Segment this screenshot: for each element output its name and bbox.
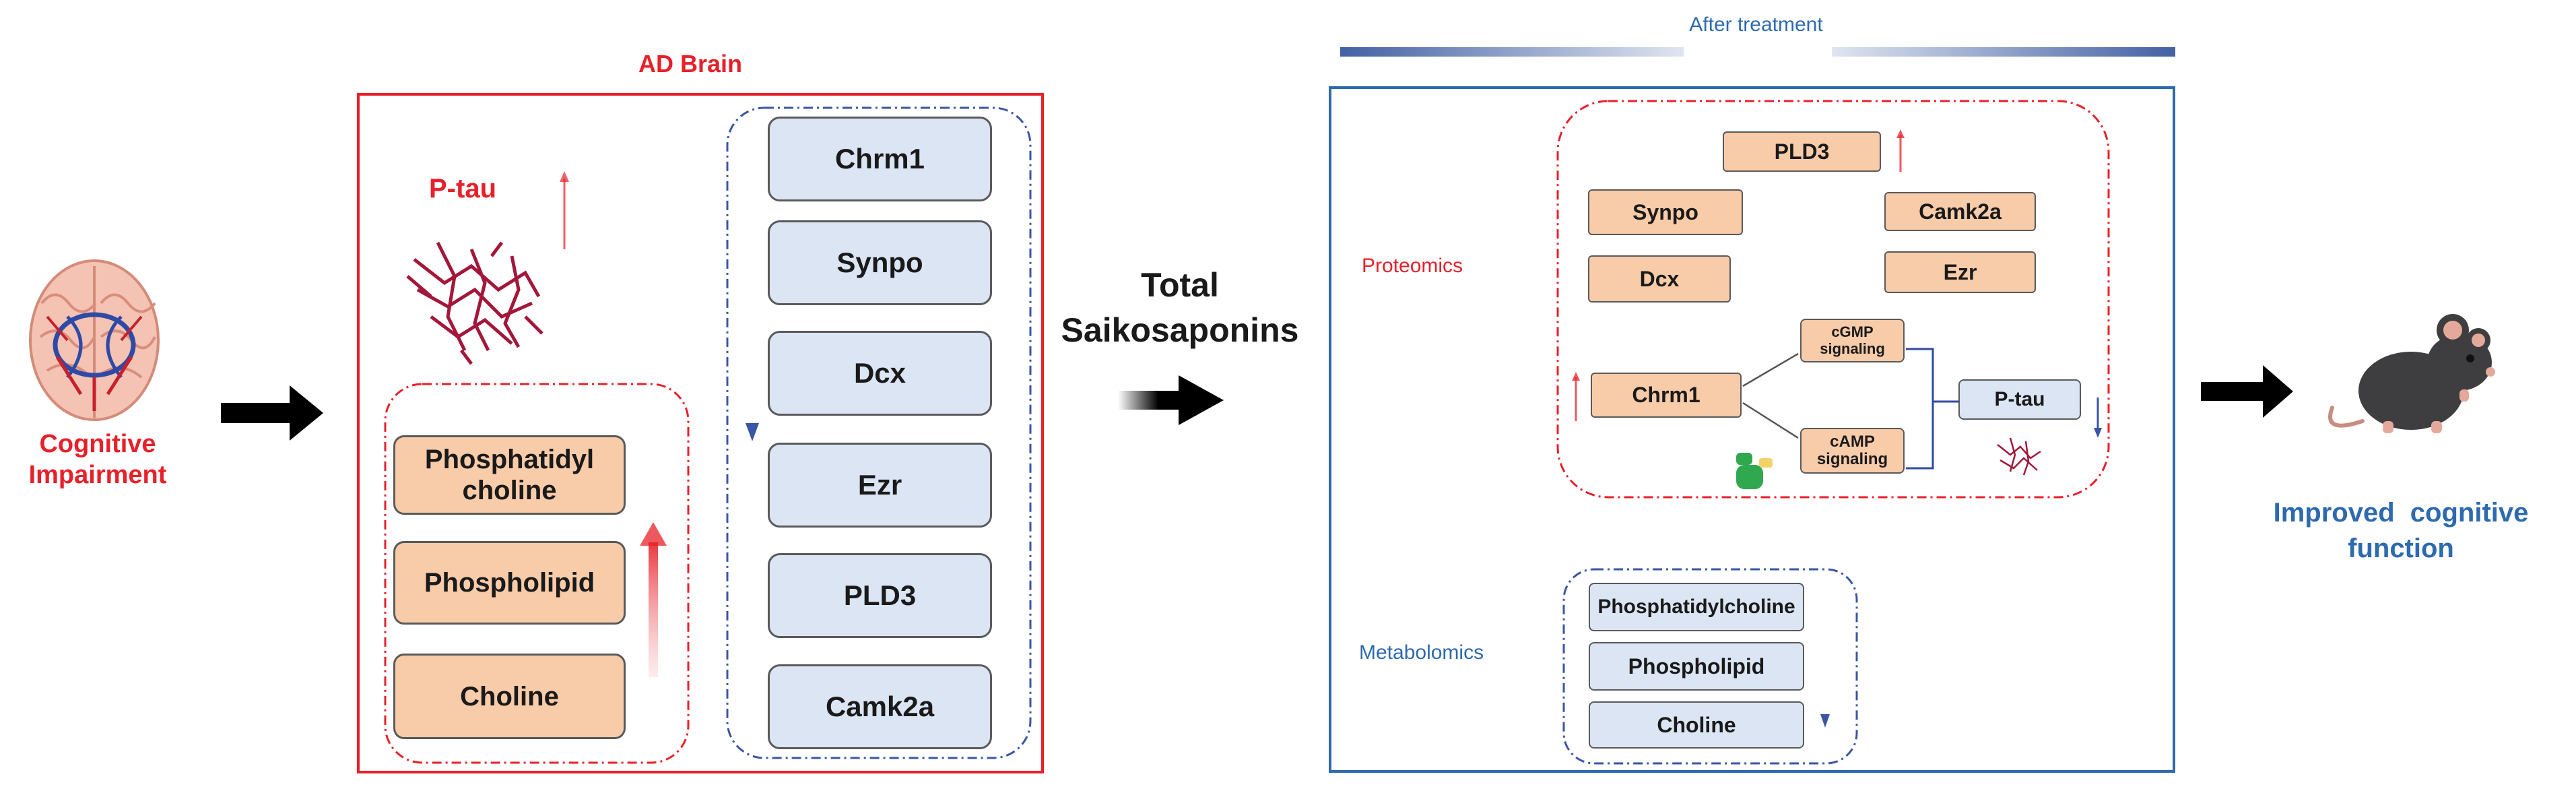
- protein-box-camk2a: Camk2a: [768, 664, 992, 749]
- after-box-cgmp: cGMP signaling: [1800, 319, 1905, 362]
- after-treatment-title: After treatment: [1689, 13, 1823, 36]
- after-box-ptau: P-tau: [1958, 379, 2081, 420]
- metab-box-choline: Choline: [1589, 701, 1804, 749]
- after-box-camk2a: Camk2a: [1884, 192, 2036, 231]
- lipid-box-choline: Choline: [393, 654, 626, 739]
- after-box-camp: cAMP signaling: [1800, 428, 1905, 474]
- ad-brain-panel: [357, 66, 1044, 773]
- after-box-ezr: Ezr: [1884, 251, 2036, 293]
- protein-box-chrm1: Chrm1: [768, 117, 992, 201]
- protein-box-pld3: PLD3: [768, 553, 992, 638]
- metab-box-phosphatidylcholine: Phosphatidylcholine: [1589, 583, 1804, 631]
- lipid-box-phosphatidylcholine: Phosphatidyl choline: [393, 435, 626, 515]
- ptau-tangle-icon: [406, 241, 543, 365]
- brain-icon: [29, 259, 160, 421]
- arrow-right-icon: [221, 385, 323, 441]
- lipid-box-phospholipid: Phospholipid: [393, 541, 626, 625]
- treatment-arrow-icon: [1118, 375, 1224, 425]
- ad-brain-title: AD Brain: [638, 50, 743, 77]
- protein-box-synpo: Synpo: [768, 220, 992, 305]
- after-box-synpo: Synpo: [1588, 189, 1743, 235]
- after-box-dcx: Dcx: [1588, 255, 1731, 303]
- after-box-pld3: PLD3: [1723, 131, 1881, 172]
- ptau-label: P-tau: [429, 174, 496, 203]
- metabolomics-label: Metabolomics: [1359, 641, 1484, 664]
- treatment-label: Total Saikosaponins: [1061, 266, 1299, 349]
- protein-box-dcx: Dcx: [768, 331, 992, 416]
- improved-function-label: Improved cognitive function: [2273, 498, 2529, 563]
- proteomics-label: Proteomics: [1362, 255, 1463, 277]
- mouse-icon: [2328, 314, 2495, 433]
- cognitive-impairment-label: Cognitive Impairment: [28, 430, 167, 490]
- metab-box-phospholipid: Phospholipid: [1589, 642, 1804, 691]
- protein-box-ezr: Ezr: [768, 443, 992, 528]
- after-box-chrm1: Chrm1: [1591, 373, 1742, 418]
- arrow-right-icon-2: [2201, 365, 2293, 418]
- receptor-icon: [1736, 453, 1773, 489]
- after-treatment-panel: [1329, 47, 2175, 773]
- ptau-tangle-small-icon: [1997, 437, 2041, 476]
